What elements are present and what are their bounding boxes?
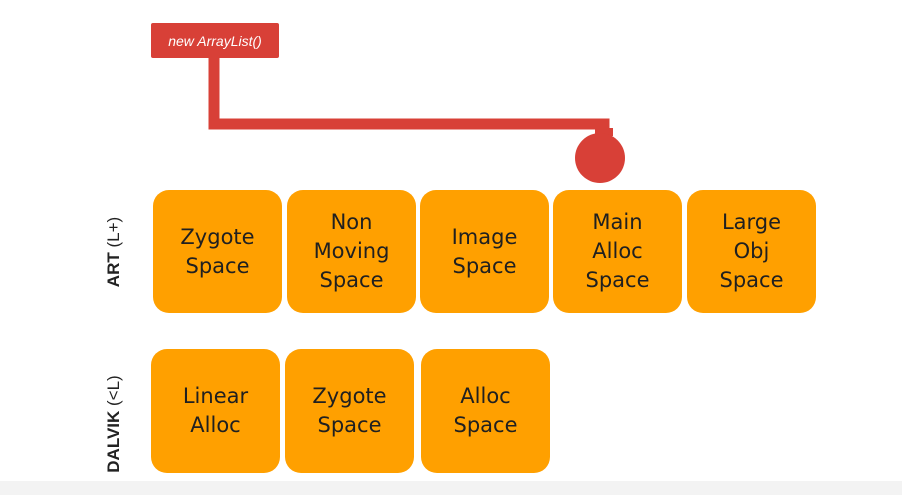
art-row-label: ART (L+) xyxy=(104,182,126,322)
dalvik-label-main: DALVIK xyxy=(104,410,123,473)
main-alloc-space-box: Main Alloc Space xyxy=(553,190,682,313)
dalvik-row-label: DALVIK (<L) xyxy=(104,354,126,494)
art-label-main: ART xyxy=(104,252,123,288)
non-moving-space-box: Non Moving Space xyxy=(287,190,416,313)
art-label-sub: (L+) xyxy=(104,216,123,253)
bottom-band xyxy=(0,481,902,495)
image-space-box: Image Space xyxy=(420,190,549,313)
allocation-marker xyxy=(575,133,625,183)
new-arraylist-label: new ArrayList() xyxy=(151,23,279,58)
dalvik-zygote-space-box: Zygote Space xyxy=(285,349,414,473)
connector-line xyxy=(208,58,610,134)
alloc-space-box: Alloc Space xyxy=(421,349,550,473)
dalvik-label-sub: (<L) xyxy=(104,375,123,411)
zygote-space-box: Zygote Space xyxy=(153,190,282,313)
linear-alloc-box: Linear Alloc xyxy=(151,349,280,473)
marker-stem xyxy=(595,128,613,136)
large-obj-space-box: Large Obj Space xyxy=(687,190,816,313)
